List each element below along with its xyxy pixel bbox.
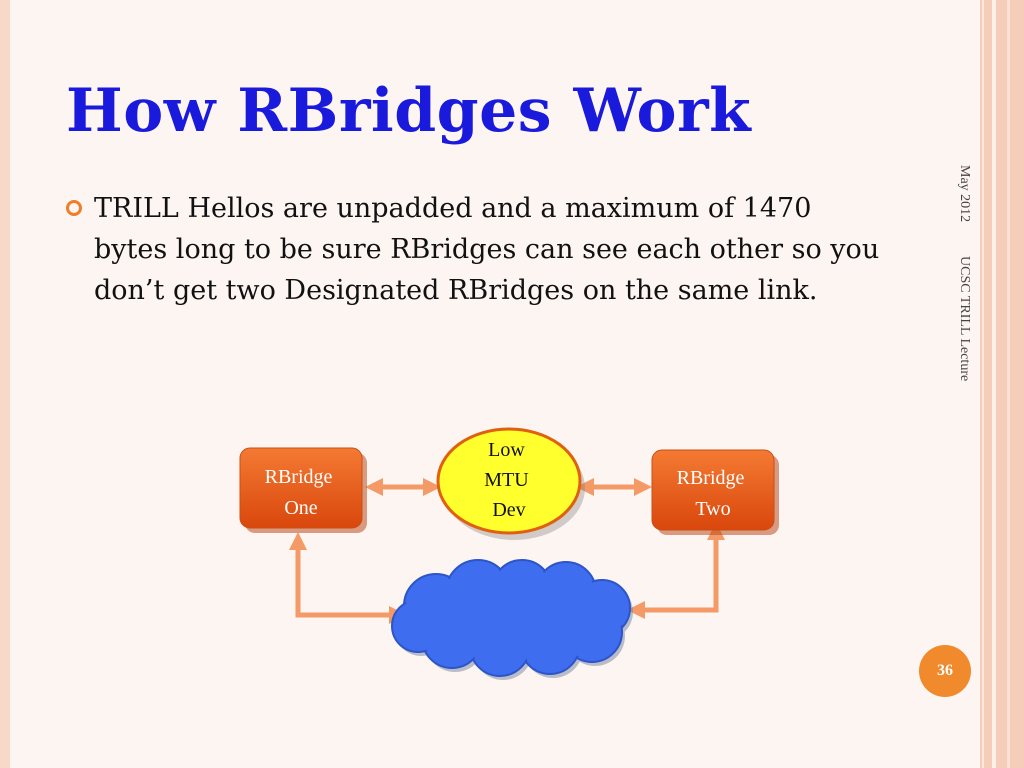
svg-text:RBridge Two: RBridge Two xyxy=(677,467,750,520)
slide-title: How RBridges Work xyxy=(66,76,752,146)
left-border xyxy=(0,0,10,768)
device-label-2: MTU xyxy=(484,469,529,491)
arrow-one-to-cloud xyxy=(289,532,407,624)
network-cloud-icon xyxy=(391,559,633,680)
device-label-1: Low xyxy=(488,439,525,461)
side-course: UCSC TRILL Lecture xyxy=(957,256,972,382)
right-border xyxy=(980,0,1024,768)
rbridge-one-label-2: One xyxy=(284,497,317,519)
side-footer: May 2012UCSC TRILL Lecture xyxy=(948,165,972,465)
device-label-3: Dev xyxy=(492,499,525,521)
rbridge-two-label-1: RBridge xyxy=(677,467,745,489)
rbridge-two-node: RBridge Two xyxy=(651,449,779,535)
link-arrows xyxy=(289,478,725,624)
rbridge-one-node: RBridge One xyxy=(239,447,367,533)
svg-text:Low MTU Dev: Low MTU Dev xyxy=(484,439,533,521)
low-mtu-device: Low MTU Dev xyxy=(436,427,585,540)
side-date: May 2012 xyxy=(957,165,972,223)
arrow-two-to-cloud xyxy=(627,522,725,619)
rbridge-two-label-2: Two xyxy=(695,498,730,520)
bullet-item: TRILL Hellos are unpadded and a maximum … xyxy=(66,188,886,311)
right-border-line xyxy=(992,0,996,768)
bullet-text: TRILL Hellos are unpadded and a maximum … xyxy=(94,193,880,306)
right-border-line xyxy=(982,0,984,768)
right-border-line xyxy=(1007,0,1010,768)
page-number-badge: 36 xyxy=(919,645,971,697)
bullet-circle-icon xyxy=(66,200,82,216)
rbridge-one-label-1: RBridge xyxy=(265,466,333,488)
svg-text:RBridge One: RBridge One xyxy=(265,466,338,519)
